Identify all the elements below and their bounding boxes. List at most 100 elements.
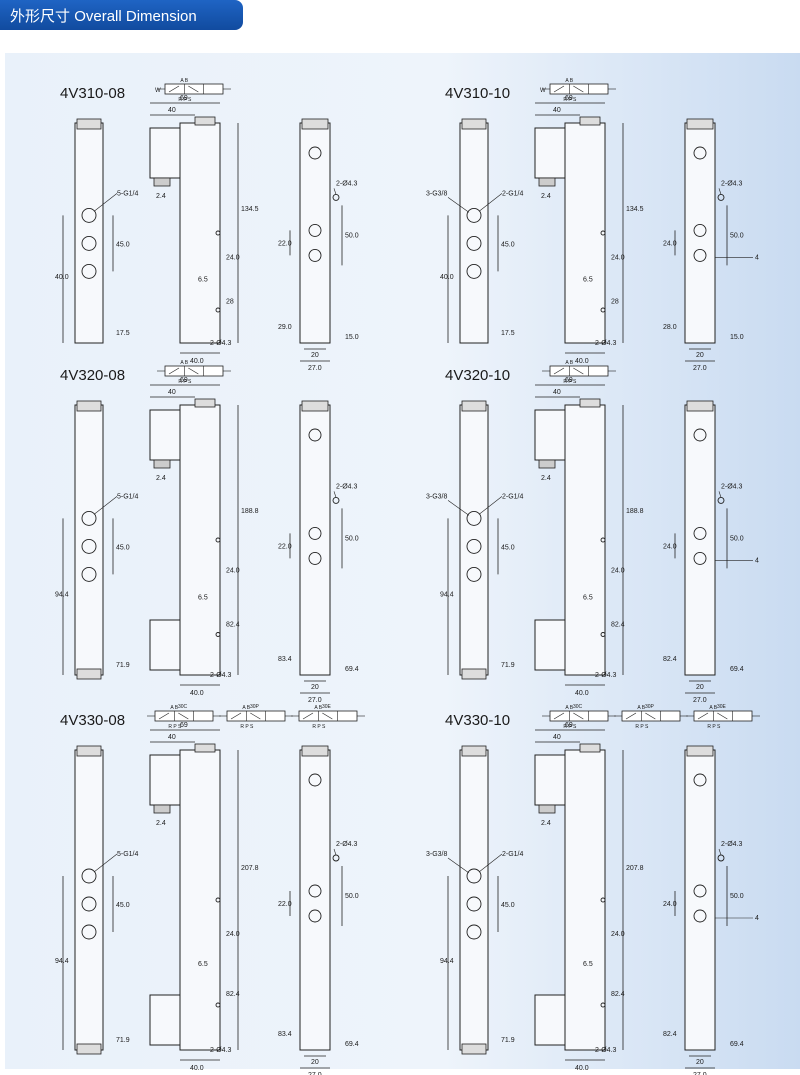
symbol-ports-bottom: R P S: [312, 724, 326, 730]
hole2-label: 2-Ø4.3: [210, 340, 232, 347]
side-low-dimension: 29.0: [278, 324, 292, 331]
symbol-name: 30C: [573, 704, 583, 710]
side-pitch-dimension: 22.0: [278, 901, 292, 908]
symbol-ports-top: A B: [709, 705, 717, 711]
mount-hole: [600, 1002, 606, 1008]
low-dimension: 71.9: [501, 1037, 515, 1044]
width-top-dimension: 40: [168, 389, 176, 396]
hole2-label: 2-Ø4.3: [595, 1047, 617, 1054]
mount-hole: [600, 230, 606, 236]
symbol-ports-bottom: R P S: [240, 724, 254, 730]
mount-hole: [600, 897, 606, 903]
width-overall-dimension: 69: [565, 377, 573, 384]
symbol-ports-bottom: R P S: [563, 724, 577, 730]
symbol-name: 30C: [178, 704, 188, 710]
hole-label: 2-Ø4.3: [721, 180, 743, 187]
front-view-body: [74, 122, 104, 344]
symbol-arrow: [697, 712, 709, 720]
width-bottom-dimension: 40.0: [190, 690, 204, 697]
left-height-dimension: 40.0: [440, 274, 454, 281]
mid2-dimension: 28: [611, 298, 619, 305]
side-low-dimension: 83.4: [278, 656, 292, 663]
side-bottom-dimension: 15.0: [730, 334, 744, 341]
left-height-dimension: 94.4: [55, 592, 69, 599]
port-circle: [308, 248, 322, 262]
side-bottom-dimension: 69.4: [345, 1041, 359, 1048]
leader-line: [478, 496, 503, 515]
symbol-arrow: [717, 712, 728, 720]
mount-hole: [332, 496, 340, 504]
port-circle: [81, 924, 97, 940]
front-view-cap: [76, 118, 102, 130]
front-view-body: [459, 749, 489, 1051]
hole2-label: 2-Ø4.3: [210, 1047, 232, 1054]
port-circle: [693, 773, 707, 787]
mid2-dimension: 82.4: [226, 991, 240, 998]
mid2-dimension: 28: [226, 298, 234, 305]
front-view-body: [74, 404, 104, 676]
side-view-cap: [579, 116, 601, 126]
coil-housing: [149, 409, 181, 461]
drawing-panel: [5, 53, 800, 1069]
front-view: 45.094.471.92-G1/43-G3/8: [426, 400, 524, 680]
rear-view-body: [299, 122, 331, 344]
coil-connector: [538, 177, 556, 187]
left-height-dimension: 40.0: [55, 274, 69, 281]
front-view-cap: [76, 668, 102, 680]
coil-housing-lower: [534, 619, 566, 671]
model-title: 4V320-10: [445, 367, 511, 384]
width-bottom-dimension: 40.0: [190, 358, 204, 365]
width-top-dimension: 40: [553, 734, 561, 741]
leader-line: [93, 496, 118, 515]
side-width2-dimension: 27.0: [693, 697, 707, 704]
side-view-cap: [579, 398, 601, 408]
port-front-label: 5-G1/4: [117, 851, 139, 858]
front-view-cap: [461, 1043, 487, 1055]
side-low-dimension: 82.4: [663, 656, 677, 663]
port-circle: [466, 207, 482, 223]
side-width1-dimension: 20: [311, 352, 319, 359]
hole-label: 2-Ø4.3: [336, 483, 358, 490]
symbol-ports-bottom: R P S: [563, 379, 577, 385]
coil-connector: [153, 804, 171, 814]
side-height-dimension: 50.0: [345, 893, 359, 900]
model-drawing: A BR P S45.094.471.95-G1/4694040.0188.82…: [55, 360, 359, 704]
rear-view-cap: [686, 400, 714, 412]
width-overall-dimension: 69: [180, 95, 188, 102]
rear-view-cap: [686, 118, 714, 130]
side-width1-dimension: 20: [311, 684, 319, 691]
four-label: 4: [755, 254, 759, 261]
port-circle: [693, 909, 707, 923]
width-top-dimension: 40: [553, 389, 561, 396]
offset-dimension: 6.5: [198, 961, 208, 968]
leader-line: [333, 491, 337, 498]
port-circle: [693, 551, 707, 565]
symbol-arrow: [188, 367, 199, 375]
height-total-dimension: 134.5: [241, 206, 259, 213]
left-height-dimension: 94.4: [55, 958, 69, 965]
side-bottom-dimension: 69.4: [345, 666, 359, 673]
front-view-cap: [76, 745, 102, 757]
mount-hole: [717, 193, 725, 201]
symbol-arrow: [322, 712, 333, 720]
front-view: 45.094.471.95-G1/4: [55, 400, 139, 680]
symbol-ports-top: A B: [637, 705, 645, 711]
model-drawing: A BR P S45.094.471.92-G1/43-G3/8694040.0…: [426, 360, 759, 704]
side-bottom-dimension: 69.4: [730, 1041, 744, 1048]
coil-housing-lower: [149, 619, 181, 671]
hole2-label: 2-Ø4.3: [210, 672, 232, 679]
coil-housing: [149, 754, 181, 806]
port-circle: [693, 526, 707, 540]
port-side-label: 3-G3/8: [426, 493, 448, 500]
side-height-dimension: 50.0: [730, 535, 744, 542]
front-view-cap: [76, 400, 102, 412]
port-circle: [466, 263, 482, 279]
mid2-dimension: 82.4: [226, 621, 240, 628]
